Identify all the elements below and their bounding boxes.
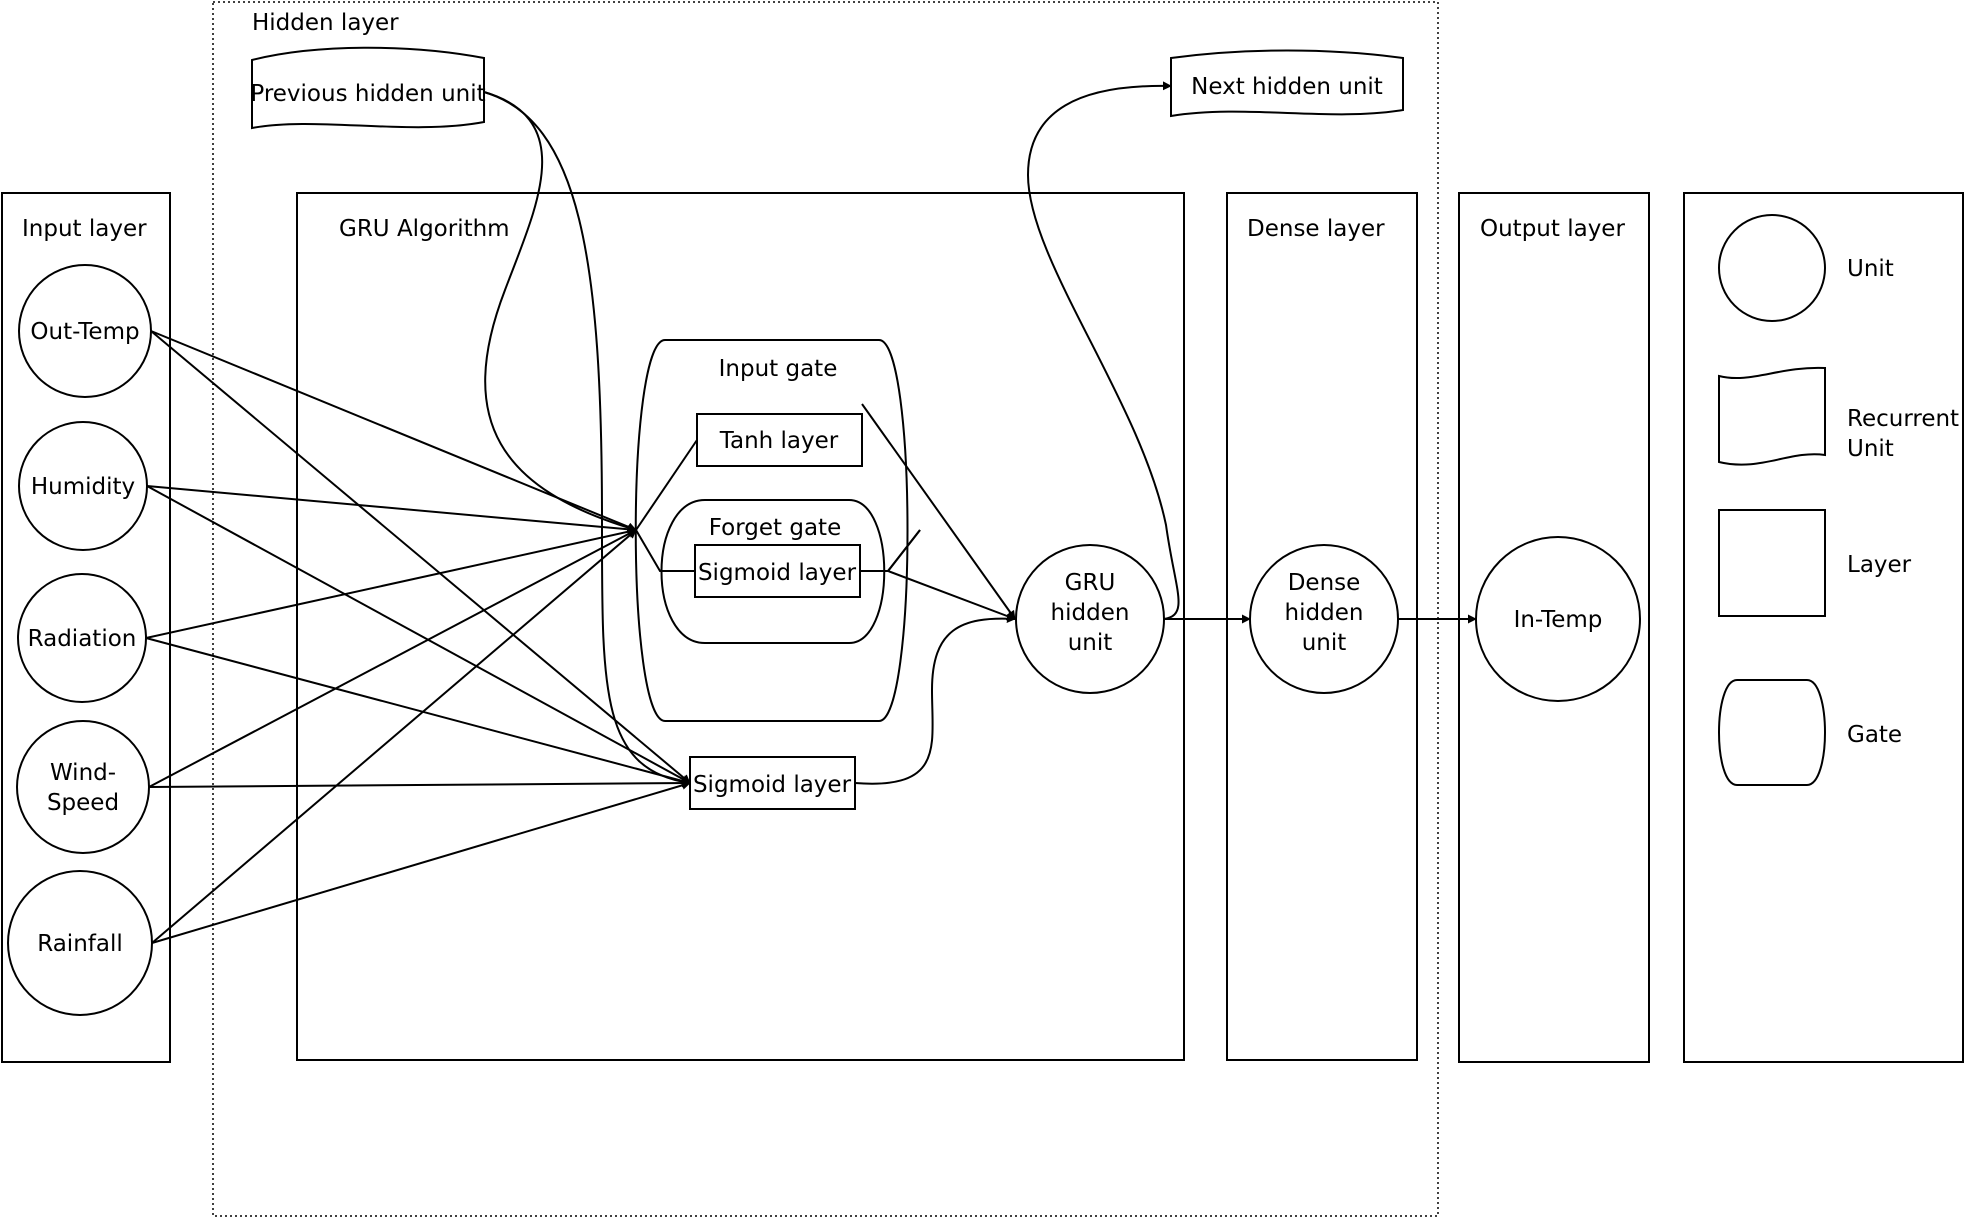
edge-rainfall-to-merge [151,529,637,944]
edge-merge-to-forget-sigmoid [635,529,695,572]
bottom-sigmoid-layer-label: Sigmoid layer [693,772,852,798]
dense-layer-title: Dense layer [1247,216,1385,242]
edge-humidity-to-merge [146,485,637,534]
legend-unit-shape [1718,214,1826,322]
input-layer-panel [1,192,171,1063]
hidden-layer-frame [212,1,1439,1217]
edge-wind-speed-to-sigmoid [148,778,691,788]
legend-layer-label: Layer [1847,552,1912,578]
input-label-rainfall: Rainfall [37,931,123,957]
gru-algorithm-panel [296,192,1185,1061]
forget-gate-label: Forget gate [709,515,841,541]
input-layer-title: Input layer [22,216,147,242]
forget-gate-shape [660,499,886,644]
next-hidden-unit-shape [1170,49,1404,118]
output-unit-label: In-Temp [1514,607,1603,633]
previous-hidden-unit-label: Previous hidden unit [250,81,485,107]
edge-bottom-sigmoid-to-gru [854,614,1016,785]
legend-panel [1683,192,1964,1063]
edge-radiation-to-sigmoid [145,637,691,786]
legend-layer-shape [1718,509,1826,617]
output-layer-panel [1458,192,1650,1063]
input-gate-shape [634,339,909,722]
input-unit-wind-speed [16,720,150,854]
input-label-out-temp: Out-Temp [30,319,139,345]
forget-sigmoid-layer-label: Sigmoid layer [698,560,857,586]
edge-previous-hidden-to-sigmoid [483,91,691,787]
input-connections [145,330,691,944]
edge-forget-to-gru [860,529,921,572]
legend-recurrent-unit-shape [1718,366,1826,466]
edge-gate-output-to-gru [887,529,921,572]
edge-wind-speed-to-merge [148,529,637,788]
legend-unit-label: Unit [1847,256,1894,282]
next-hidden-unit-label: Next hidden unit [1191,74,1383,100]
hidden-layer-title: Hidden layer [252,10,399,36]
input-label-humidity: Humidity [31,474,135,500]
previous-hidden-unit-shape [251,46,485,130]
input-label-radiation: Radiation [28,626,137,652]
edge-out-temp-to-sigmoid [150,330,691,784]
input-label-wind-speed: Wind-Speed [47,760,119,816]
gru-algorithm-title: GRU Algorithm [339,216,510,242]
dense-layer-panel [1226,192,1418,1061]
edge-forget-sigmoid-to-gru [887,570,1016,621]
legend-gate-shape [1718,679,1826,786]
legend-gate-label: Gate [1847,722,1902,748]
edge-humidity-to-sigmoid [146,485,691,784]
output-layer-title: Output layer [1480,216,1625,242]
edge-radiation-to-merge [145,527,637,639]
edge-tanh-to-gru [861,403,1016,620]
input-gate-label: Input gate [719,356,838,382]
edge-previous-hidden-to-merge [483,91,637,533]
edge-rainfall-to-sigmoid [151,780,691,944]
edge-gru-to-next-hidden [1026,81,1180,620]
edge-merge-to-tanh [635,439,698,531]
tanh-layer-label: Tanh layer [719,428,839,454]
